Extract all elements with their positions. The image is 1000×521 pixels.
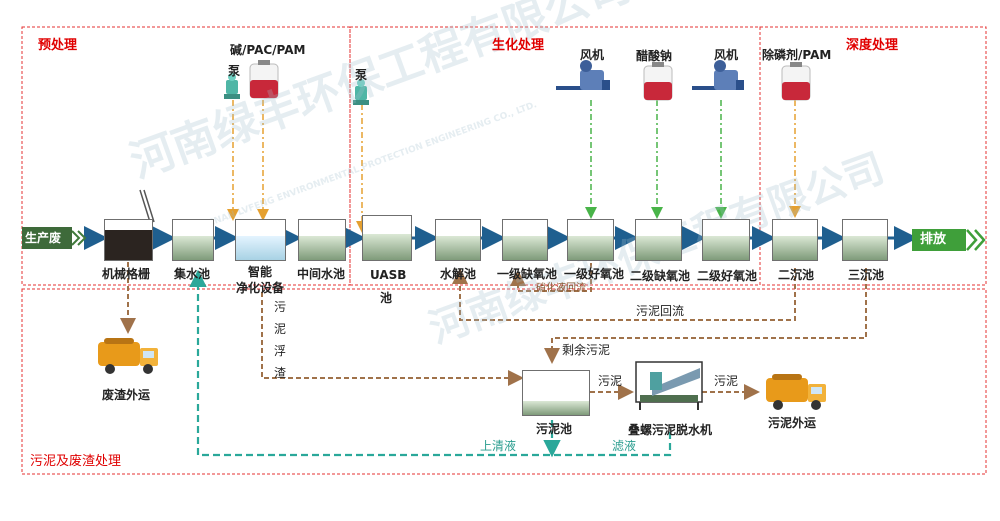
truck-icon bbox=[766, 374, 826, 410]
label-uasb-top: UASB bbox=[370, 268, 407, 282]
label-sludge-1: 污泥 bbox=[598, 374, 623, 388]
tank-aerobic1 bbox=[567, 219, 614, 261]
tank-collection bbox=[172, 219, 214, 261]
label-nitrification-return: 硝化液回流 bbox=[536, 283, 586, 294]
water-return-lines bbox=[189, 269, 672, 458]
sludge-lines bbox=[120, 262, 867, 400]
tank-intermediate bbox=[298, 219, 346, 261]
label-aerobic2: 二级好氧池 bbox=[697, 269, 758, 283]
label-anoxic2: 二级缺氧池 bbox=[630, 269, 691, 283]
label-blower1: 风机 bbox=[580, 48, 605, 62]
label-hydrolysis: 水解池 bbox=[440, 267, 477, 281]
outlet-tag: 排放渠 bbox=[912, 229, 966, 269]
dosing-tank-icon bbox=[249, 60, 279, 99]
dosing-tank-icon bbox=[643, 62, 673, 101]
inlet-chevron bbox=[71, 230, 87, 246]
label-uasb-bottom: 池 bbox=[380, 291, 393, 305]
label-tert-clarifier: 三沉池 bbox=[848, 268, 885, 282]
chemical-dose-lines bbox=[227, 100, 801, 233]
label-smart-top: 智能 bbox=[248, 265, 273, 279]
tank-smart bbox=[235, 219, 286, 261]
label-sludge-tank: 污泥池 bbox=[536, 422, 573, 436]
grille-rake-icon bbox=[139, 189, 155, 223]
section-title-advanced: 深度处理 bbox=[846, 38, 899, 53]
section-title-sludge: 污泥及废渣处理 bbox=[30, 454, 122, 469]
label-blower2: 风机 bbox=[714, 48, 739, 62]
label-sludge-out: 污泥外运 bbox=[768, 416, 817, 430]
section-borders bbox=[21, 26, 987, 475]
label-sludge-return: 污泥回流 bbox=[636, 304, 685, 318]
tank-anoxic1 bbox=[502, 219, 548, 261]
air-dose-lines bbox=[585, 100, 727, 219]
label-sludge-2: 污泥 bbox=[714, 374, 739, 388]
tank-tert-clarifier bbox=[842, 219, 888, 261]
label-filtrate: 滤液 bbox=[612, 439, 637, 453]
label-residue-out: 废渣外运 bbox=[102, 388, 151, 402]
tank-anoxic2 bbox=[635, 219, 682, 261]
truck-icon bbox=[98, 338, 158, 374]
label-anoxic1: 一级缺氧池 bbox=[497, 267, 558, 281]
dosing-tank-icon bbox=[781, 62, 811, 101]
inlet-tag: 生产废水 bbox=[22, 227, 72, 267]
label-collection: 集水池 bbox=[174, 267, 211, 281]
label-intermediate: 中间水池 bbox=[297, 267, 346, 281]
tank-sludge bbox=[522, 370, 590, 416]
tank-sec-clarifier bbox=[772, 219, 818, 261]
label-grille: 机械格栅 bbox=[102, 267, 151, 281]
label-sodium-acetate: 醋酸钠 bbox=[636, 49, 673, 63]
blower-icon bbox=[692, 60, 744, 90]
tank-grille bbox=[104, 219, 153, 261]
pump-icon bbox=[224, 73, 240, 99]
outlet-chevron bbox=[966, 229, 986, 251]
section-title-biochemical: 生化处理 bbox=[492, 38, 545, 53]
label-supernatant: 上清液 bbox=[480, 439, 517, 453]
tank-aerobic2 bbox=[702, 219, 750, 261]
label-smart-bottom: 净化设备 bbox=[236, 281, 285, 295]
label-pac-pam: 碱/PAC/PAM bbox=[230, 43, 306, 57]
label-pump2: 泵 bbox=[355, 68, 368, 82]
section-title-pretreatment: 预处理 bbox=[38, 38, 78, 53]
label-sec-clarifier: 二沉池 bbox=[778, 268, 815, 282]
label-aerobic1: 一级好氧池 bbox=[564, 267, 625, 281]
screw-press-icon bbox=[635, 361, 703, 410]
blower-icon bbox=[556, 60, 610, 90]
tank-hydrolysis bbox=[435, 219, 481, 261]
label-pump1: 泵 bbox=[228, 64, 241, 78]
label-screw-press: 叠螺污泥脱水机 bbox=[628, 423, 713, 437]
tank-uasb bbox=[362, 215, 412, 261]
label-phos-pam: 除磷剂/PAM bbox=[762, 48, 832, 62]
pump-icon bbox=[353, 79, 369, 105]
label-sludge-flotation: 污 泥 浮 渣 bbox=[273, 300, 286, 380]
label-excess-sludge: 剩余污泥 bbox=[562, 343, 611, 357]
